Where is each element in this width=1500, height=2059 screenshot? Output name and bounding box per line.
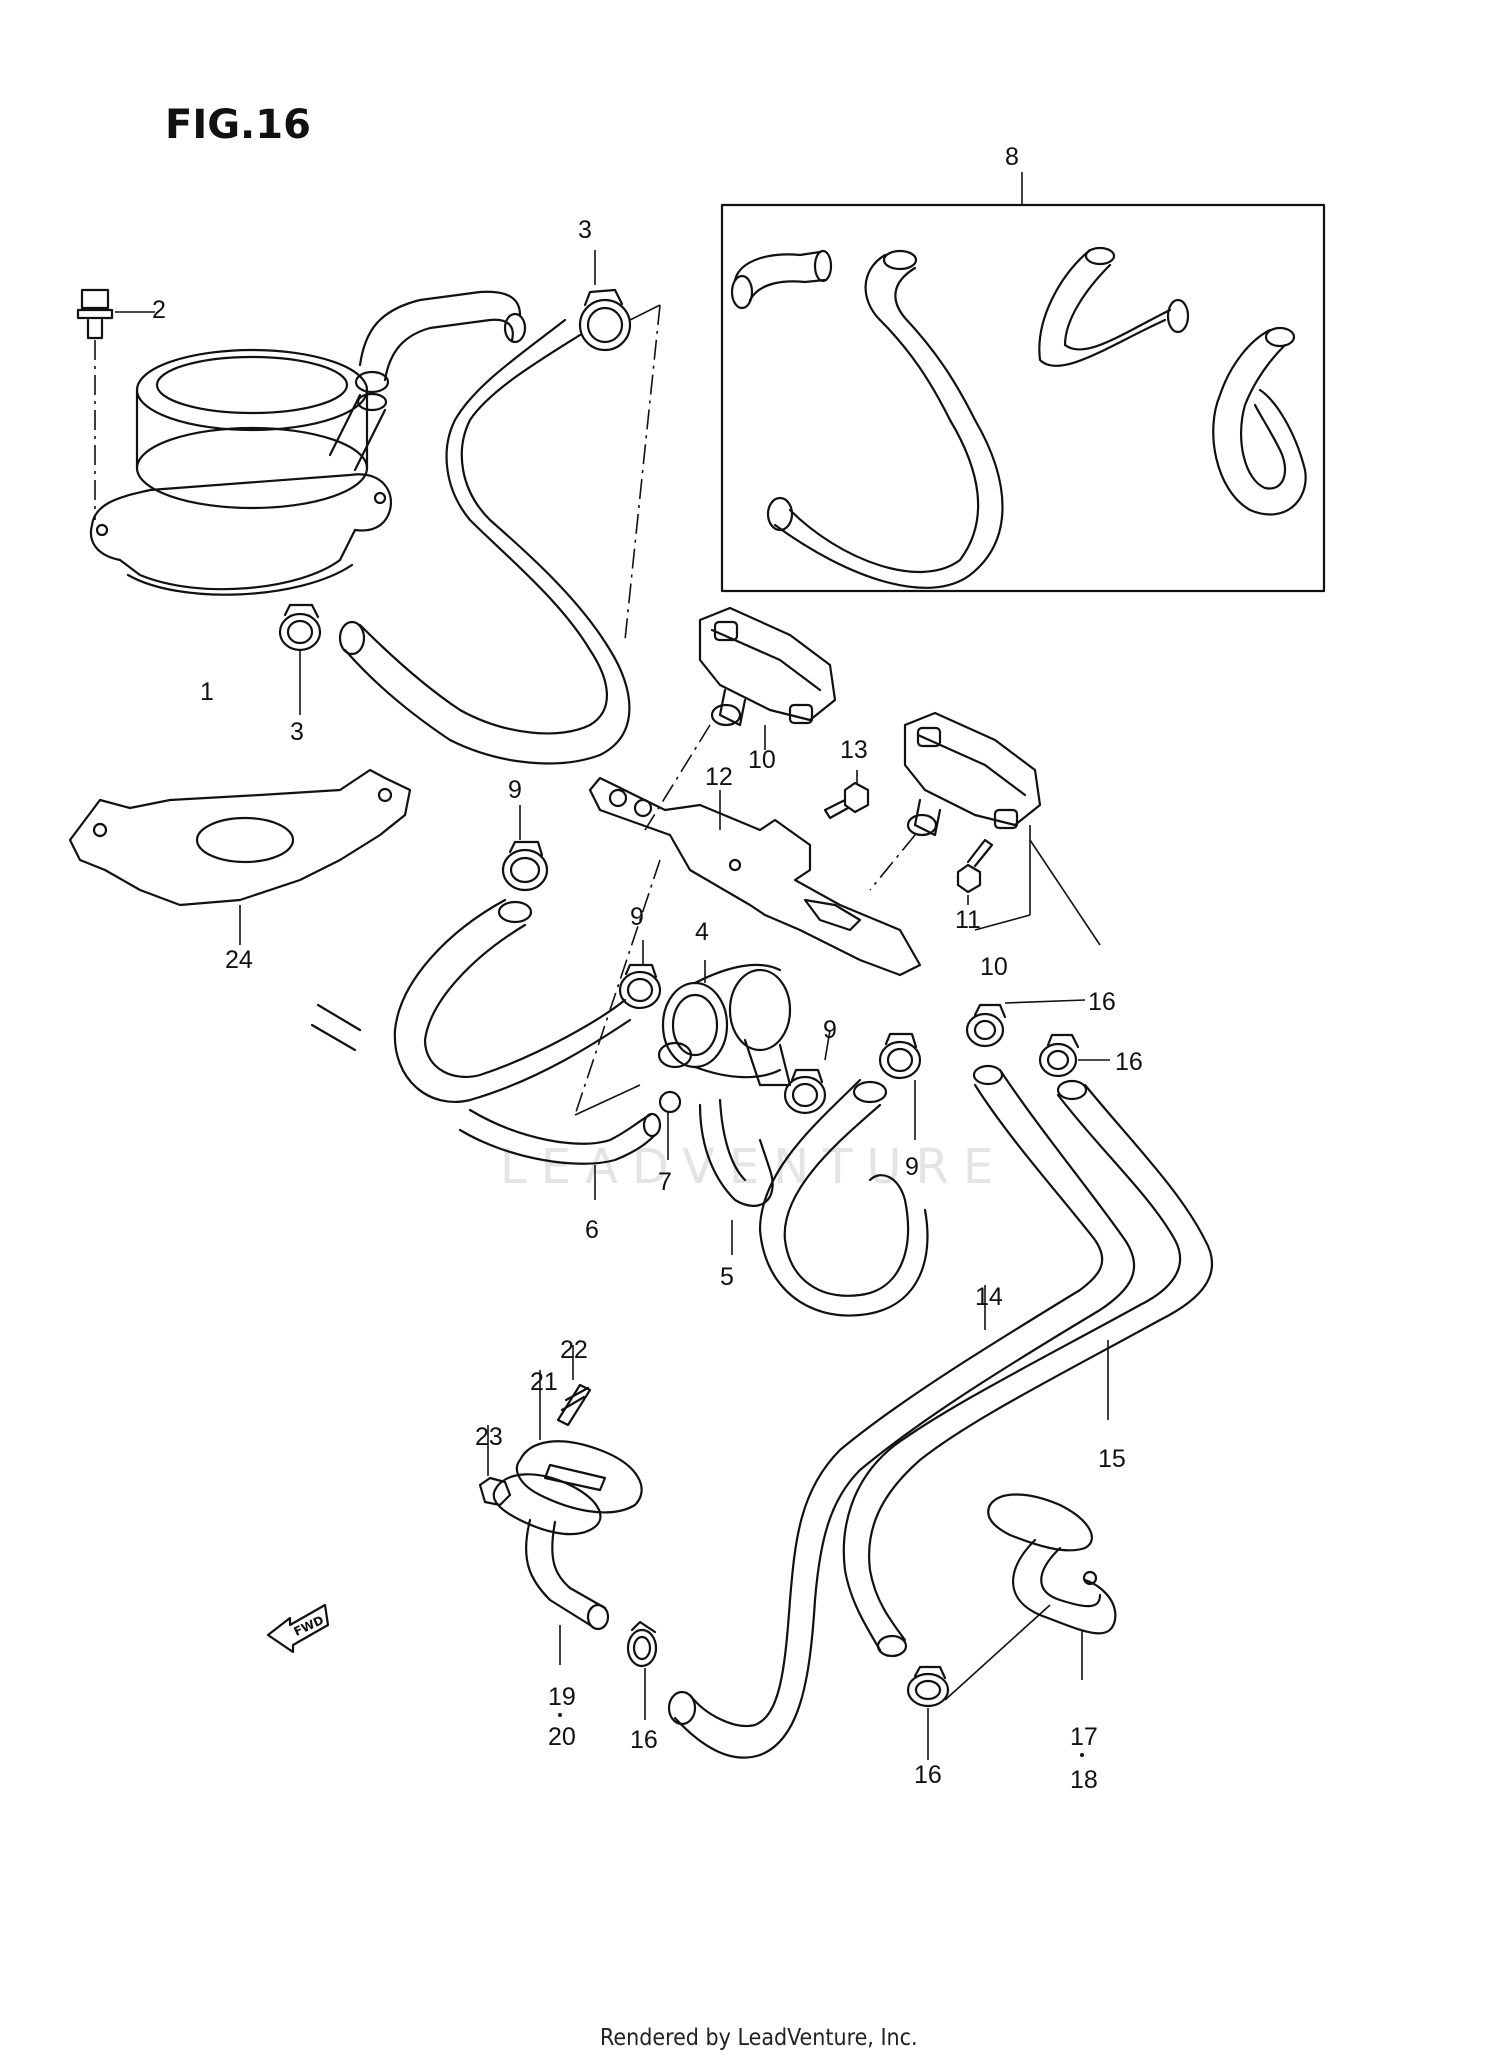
reed-valve-part-10-lower — [869, 711, 1101, 946]
callout-1: 1 — [200, 678, 214, 706]
callout-9-d: 9 — [905, 1153, 919, 1181]
forward-arrow-icon: FWD — [266, 1603, 330, 1654]
clamp-part-3-top — [578, 250, 632, 352]
large-crossover-hose — [393, 859, 661, 1116]
screw-part-13 — [823, 770, 870, 820]
callout-19: 19 — [548, 1683, 576, 1711]
callout-16-d: 16 — [914, 1761, 942, 1789]
callout-7: 7 — [658, 1168, 672, 1196]
long-hose-part-15 — [842, 1079, 1214, 1658]
callout-10-upper: 10 — [748, 746, 776, 774]
callout-8: 8 — [1005, 143, 1019, 171]
callout-17: 17 — [1070, 1723, 1098, 1751]
bolt-part-2 — [76, 288, 155, 520]
callout-9-a: 9 — [508, 776, 522, 804]
clamp-part-9-a — [501, 805, 549, 892]
screw-part-11 — [956, 838, 994, 905]
clamp-part-16-b — [1038, 1033, 1110, 1078]
clamp-part-16-a — [965, 999, 1086, 1048]
air-valve-canister — [89, 348, 393, 596]
bracket-part-12 — [588, 776, 922, 977]
pipe-part-17 — [987, 1493, 1117, 1680]
callout-11: 11 — [955, 906, 981, 934]
callout-16-b: 16 — [1115, 1048, 1143, 1076]
loop-hose-lower — [758, 1078, 929, 1317]
gasket-part-21 — [515, 1370, 643, 1514]
callout-9-b: 9 — [630, 903, 644, 931]
callout-3-lower: 3 — [290, 718, 304, 746]
pipe-part-6 — [310, 1003, 662, 1200]
callout-4: 4 — [695, 918, 709, 946]
callout-16-c: 16 — [630, 1726, 658, 1754]
clamp-part-9-b — [618, 940, 662, 1010]
reed-valve-part-10-upper — [644, 606, 837, 831]
pipe-part-19 — [492, 1473, 610, 1665]
clamp-part-3-lower — [278, 603, 322, 715]
hose-kit-box — [720, 172, 1326, 593]
small-hose-part-5 — [698, 1098, 774, 1255]
main-s-hose — [338, 304, 661, 765]
callout-9-c: 9 — [823, 1016, 837, 1044]
callout-10-lower: 10 — [980, 953, 1008, 981]
callout-20: 20 — [548, 1723, 576, 1751]
callout-6: 6 — [585, 1216, 599, 1244]
callout-16-a: 16 — [1088, 988, 1116, 1016]
nut-part-23 — [478, 1425, 512, 1507]
clamp-part-16-c — [626, 1620, 658, 1720]
callout-24: 24 — [225, 946, 253, 974]
upper-elbow-hose — [354, 290, 527, 394]
callout-22: 22 — [560, 1336, 588, 1364]
callout-15: 15 — [1098, 1445, 1126, 1473]
callout-23: 23 — [475, 1423, 503, 1451]
callout-14: 14 — [975, 1283, 1003, 1311]
watermark: LEADVENTURE — [500, 1139, 1007, 1195]
callout-19-20-dot — [558, 1713, 562, 1717]
callout-13: 13 — [840, 736, 868, 764]
long-hose-part-14 — [667, 1064, 1136, 1759]
bracket-plate-part-24 — [68, 768, 412, 945]
callout-12: 12 — [705, 763, 733, 791]
callout-18: 18 — [1070, 1766, 1098, 1794]
clamp-part-16-d — [906, 1604, 1051, 1760]
stud-part-22 — [556, 1345, 592, 1427]
callout-5: 5 — [720, 1263, 734, 1291]
clamp-part-9-c — [783, 1029, 831, 1115]
check-valve-part-4 — [657, 960, 792, 1087]
callout-21: 21 — [530, 1368, 558, 1396]
ball-part-7 — [658, 1090, 682, 1160]
callout-17-18-dot — [1080, 1753, 1084, 1757]
clamp-part-9-d — [878, 1032, 922, 1140]
footer-credit: Rendered by LeadVenture, Inc. — [600, 2025, 918, 2051]
callout-3-top: 3 — [578, 216, 592, 244]
figure-title: FIG.16 — [165, 102, 311, 148]
callout-2: 2 — [152, 296, 166, 324]
